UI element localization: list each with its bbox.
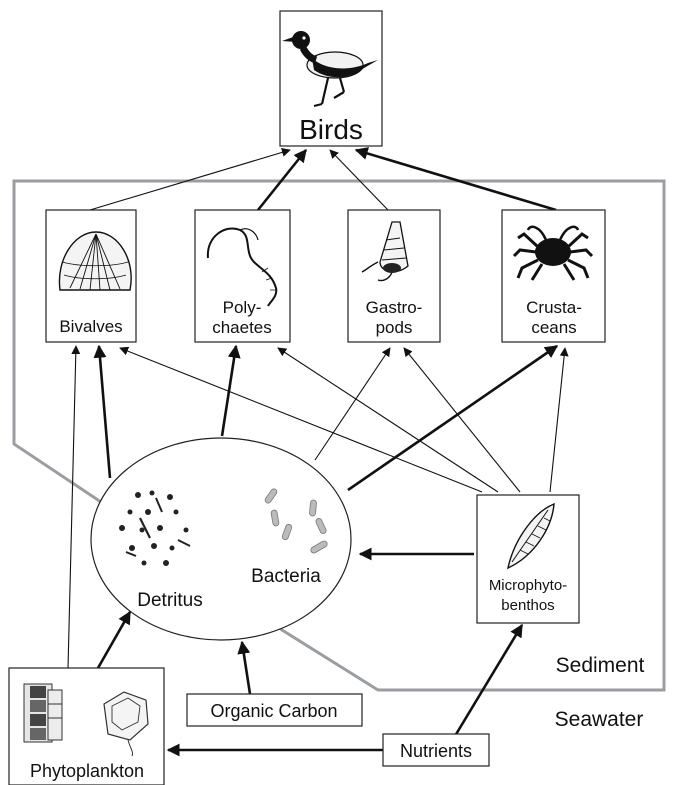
organic-carbon-label: Organic Carbon	[210, 701, 337, 721]
node-organic-carbon: Organic Carbon	[187, 694, 362, 726]
arrow-microphytobenthos-to-crustaceans	[550, 348, 565, 492]
arrow-bacteria-to-crustaceans	[348, 346, 557, 490]
polychaetes-label-line1: Poly-	[223, 298, 262, 317]
arrow-phytoplankton-to-detritus	[98, 612, 130, 668]
node-phytoplankton: Phytoplankton	[9, 668, 164, 785]
microphytobenthos-label-line1: Microphyto-	[489, 577, 567, 594]
node-crustaceans: Crusta- ceans	[502, 210, 605, 342]
arrow-microphytobenthos-to-gastropods	[404, 348, 520, 492]
detritus-label: Detritus	[137, 590, 202, 611]
sediment-region-label: Sediment	[556, 654, 645, 677]
node-gastropods: Gastro- pods	[348, 210, 440, 342]
gastropods-label-line1: Gastro-	[366, 298, 423, 317]
node-birds: Birds	[280, 11, 382, 146]
node-microphytobenthos: Microphyto- benthos	[477, 495, 579, 623]
gastropods-label-line2: pods	[376, 318, 413, 337]
node-bivalves: Bivalves	[46, 210, 136, 342]
node-detritus-bacteria: Bacteria Detritus	[91, 438, 351, 640]
bacteria-label: Bacteria	[251, 566, 321, 587]
crustaceans-label-line2: ceans	[531, 318, 576, 337]
microphytobenthos-label-line2: benthos	[501, 597, 554, 614]
bivalves-label: Bivalves	[59, 317, 122, 336]
birds-label: Birds	[299, 114, 363, 145]
seawater-region-label: Seawater	[555, 708, 644, 731]
node-polychaetes: Poly- chaetes	[195, 210, 290, 342]
arrow-nutrients-to-microphytobenthos	[455, 625, 522, 736]
node-nutrients: Nutrients	[383, 734, 489, 766]
crustaceans-label-line1: Crusta-	[526, 298, 582, 317]
detritus-bacteria-ellipse	[91, 438, 351, 640]
nutrients-label: Nutrients	[400, 741, 472, 761]
arrow-phytoplankton-to-bivalves	[68, 346, 76, 668]
flow-arrows	[68, 150, 565, 750]
arrow-detritus-to-bivalves	[99, 346, 110, 478]
arrow-organic-carbon-to-detritus	[242, 642, 250, 694]
phytoplankton-label: Phytoplankton	[30, 761, 144, 781]
arrow-bacteria-to-gastropods	[315, 348, 390, 460]
polychaetes-label-line2: chaetes	[212, 318, 272, 337]
